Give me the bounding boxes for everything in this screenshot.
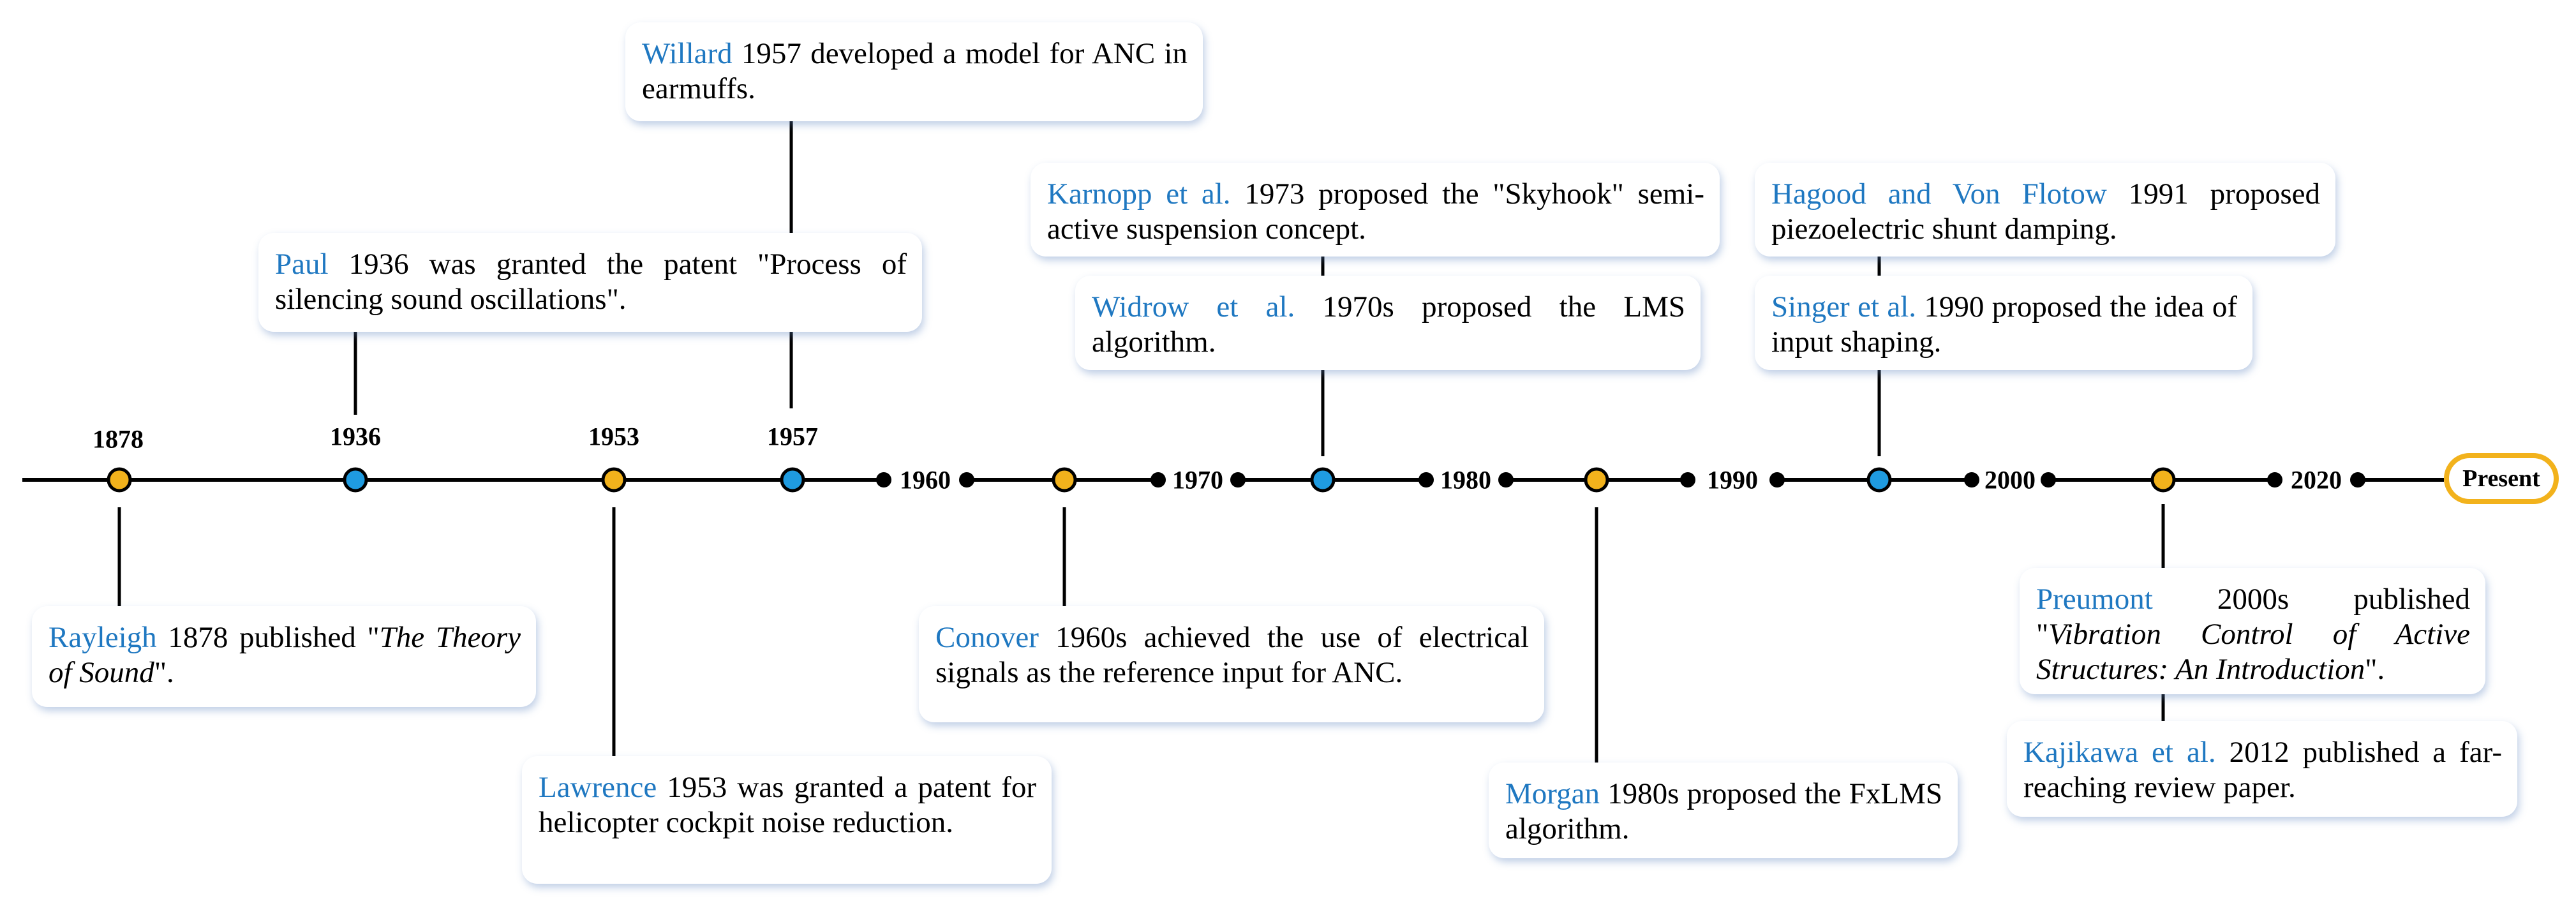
event-name: Widrow et al.	[1092, 290, 1295, 324]
event-text: 1973 proposed the "Skyhook" semi-active …	[1047, 177, 1704, 246]
decade-dot	[1769, 472, 1785, 487]
node-1970s	[1310, 467, 1336, 493]
event-box-kajikawa: Kajikawa et al. 2012 published a far-rea…	[2007, 721, 2517, 817]
event-box-willard: Willard 1957 developed a model for ANC i…	[625, 22, 1203, 121]
event-text: 2012 published a far-reaching review pap…	[2023, 736, 2502, 804]
event-text: 1878 published "	[156, 621, 380, 654]
decade-label: 1990	[1707, 465, 1758, 495]
event-name: Singer et al.	[1771, 290, 1917, 324]
decade-dot	[876, 472, 891, 487]
decade-dot	[2041, 472, 2056, 487]
decade-dot	[2350, 472, 2365, 487]
event-box-conover: Conover 1960s achieved the use of electr…	[919, 606, 1544, 722]
decade-dot	[959, 472, 974, 487]
decade-dot	[2267, 472, 2282, 487]
decade-dot	[1498, 472, 1514, 487]
decade-label: 2000	[1984, 465, 2036, 495]
decade-dot	[1150, 472, 1166, 487]
node-1957	[780, 467, 805, 493]
node-1953	[601, 467, 627, 493]
present-badge: Present	[2444, 453, 2559, 504]
event-text: 1953 was granted a patent for helicopter…	[539, 771, 1036, 839]
event-text: 1960s achieved the use of electrical sig…	[935, 621, 1529, 689]
event-text: 1980s proposed the FxLMS algorithm.	[1505, 777, 1942, 845]
decade-label: 2020	[2291, 465, 2342, 495]
event-name: Rayleigh	[48, 621, 157, 654]
node-1990s	[1866, 467, 1892, 493]
event-box-lawrence: Lawrence 1953 was granted a patent for h…	[522, 756, 1052, 884]
event-box-rayleigh: Rayleigh 1878 published "The Theory of S…	[32, 606, 536, 707]
decade-dot	[1680, 472, 1695, 487]
event-text: 1970s proposed the LMS algorithm.	[1092, 290, 1686, 359]
event-text: ".	[2365, 653, 2385, 686]
event-name: Kajikawa et al.	[2023, 736, 2216, 769]
event-name: Karnopp et al.	[1047, 177, 1231, 211]
event-text: 2000s published "	[2036, 583, 2470, 651]
event-text: 1991 proposed piezoelectric shunt dampin…	[1771, 177, 2320, 246]
book-title: Vibration Control of Active Structures: …	[2036, 618, 2470, 686]
event-name: Hagood and Von Flotow	[1771, 177, 2107, 211]
event-name: Conover	[935, 621, 1039, 654]
event-box-preumont: Preumont 2000s published "Vibration Cont…	[2020, 568, 2485, 694]
event-text: ".	[154, 656, 174, 689]
decade-dot	[1964, 472, 1979, 487]
event-name: Preumont	[2036, 583, 2153, 616]
event-name: Paul	[275, 248, 329, 281]
decade-dot	[1230, 472, 1246, 487]
node-2000s	[2150, 467, 2176, 493]
year-label: 1936	[330, 422, 381, 451]
event-box-hagood: Hagood and Von Flotow 1991 proposed piez…	[1755, 163, 2335, 257]
event-name: Morgan	[1505, 777, 1600, 810]
event-box-singer: Singer et al. 1990 proposed the idea of …	[1755, 276, 2252, 370]
decade-label: 1970	[1172, 465, 1223, 495]
year-label: 1957	[767, 422, 818, 451]
event-text: 1957 developed a model for ANC in earmuf…	[642, 37, 1187, 105]
event-text: 1936 was granted the patent "Process of …	[275, 248, 907, 316]
year-label: 1878	[93, 424, 144, 454]
event-box-karnopp: Karnopp et al. 1973 proposed the "Skyhoo…	[1031, 163, 1720, 257]
decade-label: 1980	[1440, 465, 1491, 495]
node-1878	[107, 467, 132, 493]
node-1960s	[1052, 467, 1077, 493]
event-text: 1990 proposed the idea of input shaping.	[1771, 290, 2237, 359]
event-box-widrow: Widrow et al. 1970s proposed the LMS alg…	[1075, 276, 1701, 370]
event-box-morgan: Morgan 1980s proposed the FxLMS algorith…	[1489, 763, 1958, 858]
node-1980s	[1584, 467, 1609, 493]
decade-dot	[1418, 472, 1434, 487]
event-box-paul: Paul 1936 was granted the patent "Proces…	[258, 233, 922, 332]
book-title: The Theory of Sound	[48, 621, 521, 689]
event-name: Lawrence	[539, 771, 657, 804]
decade-label: 1960	[900, 465, 951, 495]
node-1936	[343, 467, 368, 493]
year-label: 1953	[588, 422, 639, 451]
event-name: Willard	[642, 37, 733, 70]
